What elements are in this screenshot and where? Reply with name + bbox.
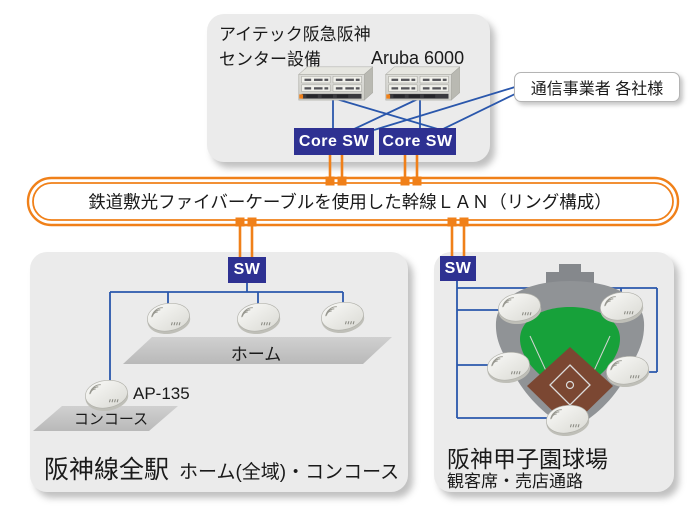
stations-title-text: 阪神線全駅: [44, 456, 170, 484]
stations-subtitle-text: ホーム(全域)・コンコース: [179, 462, 400, 483]
stadium-title-text: 阪神甲子園球場: [447, 446, 608, 472]
ring-lan-label: 鉄道敷光ファイバーケーブルを使用した幹線ＬＡＮ（リング構成）: [88, 192, 612, 212]
core-switch-1: Core SW: [294, 128, 374, 155]
carriers-callout: 通信事業者 各社様: [514, 72, 680, 102]
stations-caption: 阪神線全駅 ホーム(全域)・コンコース: [44, 450, 399, 486]
core-switch-2: Core SW: [379, 128, 456, 155]
facility-title-line2: センター設備: [219, 50, 321, 69]
stadium-switch: SW: [440, 256, 476, 281]
concourse-label: コンコース: [73, 411, 149, 428]
facility-title: アイテック阪急阪神 センター設備: [219, 22, 371, 72]
stadium-subtitle-text: 観客席・売店通路: [447, 472, 583, 491]
aruba-6000-label: Aruba 6000: [371, 48, 465, 68]
stations-switch: SW: [228, 257, 266, 283]
platform-label: ホーム: [230, 345, 282, 364]
facility-title-line1: アイテック阪急阪神: [219, 25, 371, 44]
ap-model-label: AP-135: [133, 384, 190, 403]
